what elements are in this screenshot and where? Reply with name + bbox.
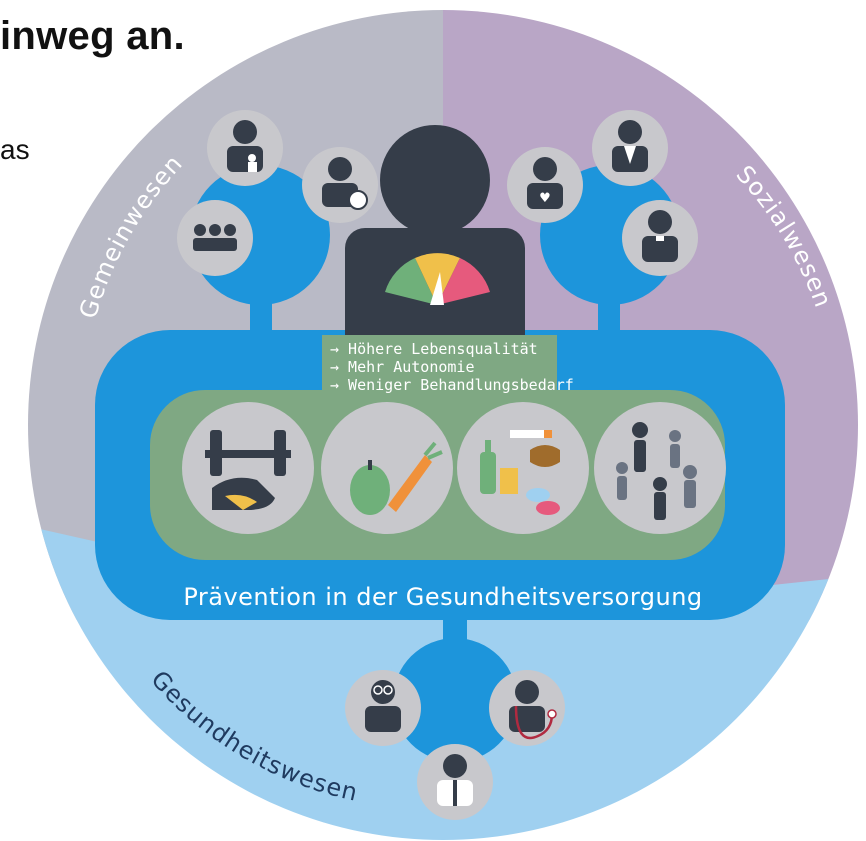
glasses-person-icon	[345, 670, 421, 746]
band-label: Prävention in der Gesundheitsversorgung	[183, 583, 702, 611]
side-text-fragment: as	[0, 134, 30, 165]
benefits-box	[322, 335, 557, 397]
benefit-3: → Weniger Behandlungsbedarf	[330, 376, 574, 394]
group-icon	[177, 200, 253, 276]
parent-child-icon	[207, 110, 283, 186]
page-heading: inweg an.	[0, 14, 185, 58]
nutrition-icon	[321, 402, 453, 534]
benefit-1: → Höhere Lebensqualität	[330, 340, 538, 358]
addiction-icon	[457, 402, 589, 534]
coat-person-icon	[417, 744, 493, 820]
doctor-stethoscope-icon	[489, 670, 565, 746]
heart-person-icon: ♥	[507, 147, 583, 223]
clergy-person-icon	[622, 200, 698, 276]
person-with-ball-icon	[302, 147, 378, 223]
social-environment-icon	[594, 402, 726, 534]
fitness-icon	[182, 402, 314, 534]
benefit-2: → Mehr Autonomie	[330, 358, 475, 376]
suit-person-icon	[592, 110, 668, 186]
wellbeing-gauge-icon	[385, 253, 490, 305]
svg-text:♥: ♥	[539, 191, 551, 206]
